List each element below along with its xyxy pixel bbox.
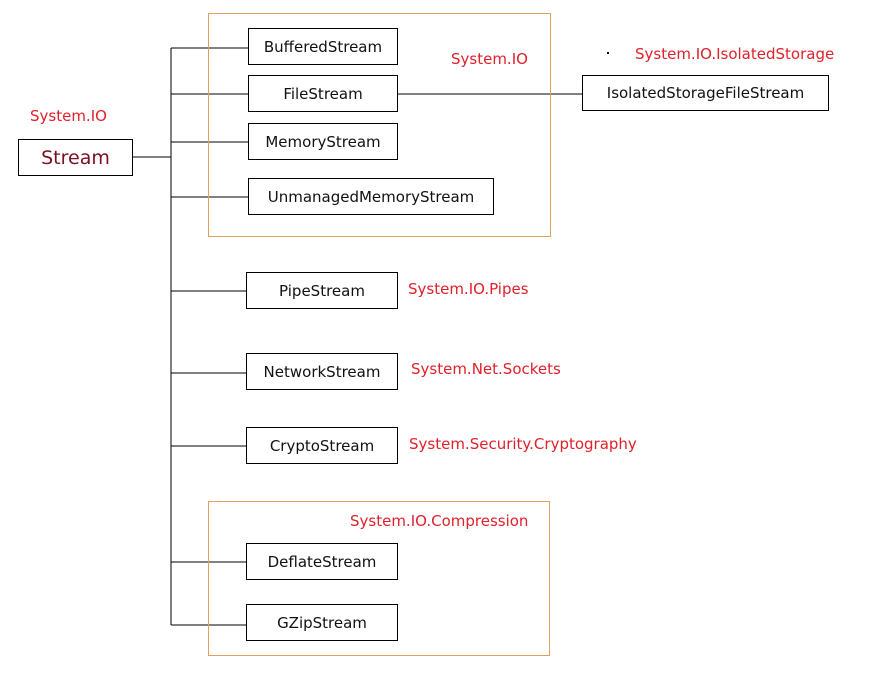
unmanaged-memory-stream-box: UnmanagedMemoryStream	[248, 178, 494, 215]
stray-dot	[607, 52, 609, 54]
crypto-stream-box: CryptoStream	[246, 427, 398, 464]
cryptography-namespace-label: System.Security.Cryptography	[409, 435, 637, 453]
gzip-stream-box: GZipStream	[246, 604, 398, 641]
pipe-stream-box: PipeStream	[246, 272, 398, 309]
system-io-group-frame	[208, 13, 551, 237]
isolated-storage-namespace-label: System.IO.IsolatedStorage	[635, 45, 835, 63]
compression-namespace-label: System.IO.Compression	[350, 512, 529, 530]
buffered-stream-box: BufferedStream	[248, 28, 398, 65]
sockets-namespace-label: System.Net.Sockets	[411, 360, 561, 378]
file-stream-box: FileStream	[248, 75, 398, 112]
compression-group-frame	[208, 501, 550, 656]
isolated-storage-file-stream-box: IsolatedStorageFileStream	[582, 75, 829, 111]
deflate-stream-box: DeflateStream	[246, 543, 398, 580]
pipes-namespace-label: System.IO.Pipes	[408, 280, 529, 298]
stream-root-box: Stream	[18, 139, 133, 176]
memory-stream-box: MemoryStream	[248, 123, 398, 160]
root-namespace-label: System.IO	[30, 107, 107, 125]
system-io-namespace-label: System.IO	[451, 50, 528, 68]
network-stream-box: NetworkStream	[246, 353, 398, 390]
